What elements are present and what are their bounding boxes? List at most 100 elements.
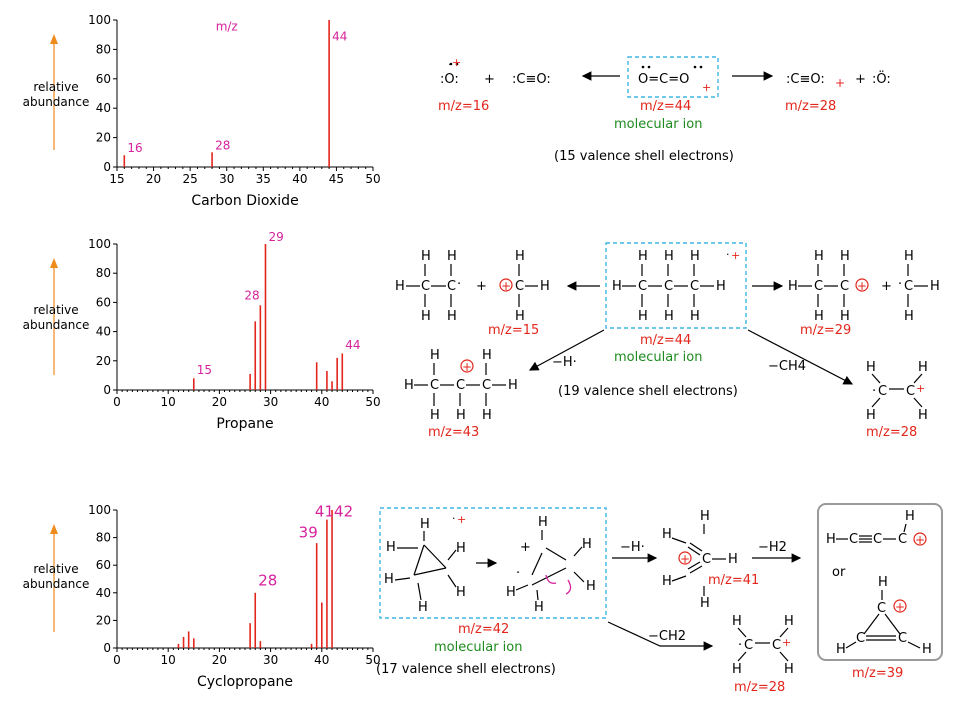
ring-opened-ion: H + H H · H H [506, 515, 596, 615]
mz-label: m/z=16 [438, 99, 489, 114]
svg-text:·: · [738, 638, 742, 653]
svg-text:H: H [447, 309, 457, 324]
svg-text:C: C [814, 279, 823, 294]
svg-text:H: H [418, 600, 428, 615]
y-tick-label: 0 [103, 383, 111, 397]
mz-label: m/z=44 [640, 333, 691, 348]
svg-text:H: H [918, 408, 928, 423]
plus-sign: + [476, 279, 487, 294]
y-tick-label: 80 [96, 42, 111, 56]
svg-text:H: H [662, 574, 672, 589]
mz-label: m/z=39 [852, 666, 903, 681]
y-tick-label: 0 [103, 641, 111, 655]
svg-text:H: H [732, 662, 742, 677]
y-label-co2: relative abundance [23, 34, 89, 150]
arrow-head-icon [50, 524, 58, 534]
svg-text:C: C [744, 638, 753, 653]
svg-text:H: H [638, 309, 648, 324]
x-tick-label: 50 [365, 653, 380, 667]
svg-text:H: H [421, 309, 431, 324]
plus-sign: + [484, 72, 495, 87]
co-molecule: :C≡O: [512, 72, 551, 87]
peak-label: 29 [268, 230, 283, 244]
svg-text:H: H [732, 614, 742, 629]
propane-scheme: H C C· H H H H + + C H H H m/z=15 H C C … [395, 242, 940, 440]
oxygen-radical: :Ö: [872, 70, 891, 87]
svg-text:H: H [515, 249, 525, 264]
svg-text:H: H [508, 378, 518, 393]
x-tick-label: 45 [329, 172, 344, 186]
svg-text:C: C [878, 384, 887, 399]
svg-text:C: C [840, 279, 849, 294]
svg-text:H: H [456, 408, 466, 423]
x-tick-label: 40 [314, 653, 329, 667]
mz-label: m/z=29 [800, 323, 851, 338]
svg-text:H: H [447, 249, 457, 264]
svg-text:H: H [866, 360, 876, 375]
methyl-radical: · C H H H [898, 249, 940, 324]
svg-text:+: + [520, 540, 531, 555]
svg-text:+: + [782, 636, 791, 649]
svg-text:H: H [456, 541, 466, 556]
mz-label: m/z=41 [708, 573, 759, 588]
svg-text:H: H [700, 596, 710, 611]
y-tick-label: 20 [96, 131, 111, 145]
x-tick-label: 30 [219, 172, 234, 186]
peak-label: 15 [197, 363, 212, 377]
svg-text:H: H [612, 279, 622, 294]
axis-label-line2: abundance [23, 577, 90, 591]
loss-label: −CH2 [648, 629, 686, 644]
isopropyl-cation: H C C C H H + H H H H [404, 348, 518, 423]
co2-scheme: :O: + · m/z=16 + :C≡O: O=C=O + m/z=44 mo… [438, 56, 891, 164]
y-tick-label: 40 [96, 101, 111, 115]
peak-label: 42 [334, 503, 353, 521]
svg-text:·: · [872, 384, 876, 399]
chart-title: Carbon Dioxide [191, 193, 298, 209]
svg-text:H: H [905, 509, 915, 524]
svg-text:H: H [840, 309, 850, 324]
arrow-head-icon [50, 258, 58, 268]
y-tick-label: 60 [96, 72, 111, 86]
x-tick-label: 50 [365, 172, 380, 186]
svg-text:H: H [664, 309, 674, 324]
svg-text:+: + [895, 600, 905, 614]
svg-text:H: H [690, 309, 700, 324]
molecular-ion-box [605, 242, 747, 329]
svg-text:+: + [857, 279, 867, 293]
molecular-ion-label: molecular ion [614, 117, 702, 132]
axis-label-line1: relative [33, 562, 78, 576]
chart-annotation: m/z [216, 19, 238, 33]
y-label-propane: relative abundance [23, 258, 89, 375]
loss-label: −H· [620, 540, 645, 555]
svg-text:C: C [638, 279, 647, 294]
y-tick-label: 80 [96, 531, 111, 545]
svg-text:C: C [877, 601, 886, 616]
peak-label: 39 [299, 523, 318, 541]
svg-text:+: + [457, 513, 466, 526]
molecular-ion-label: molecular ion [434, 640, 522, 655]
arrow-right-icon [607, 621, 714, 651]
allyl-cation: H H + C H H H [662, 509, 738, 611]
x-tick-label: 10 [161, 395, 176, 409]
y-tick-label: 100 [88, 237, 111, 251]
peak-label: 28 [244, 288, 259, 302]
peak-label: 44 [345, 338, 360, 352]
svg-text:H: H [421, 249, 431, 264]
svg-text:H: H [826, 532, 836, 547]
plus-sign: + [881, 279, 892, 294]
svg-text:·: · [898, 277, 902, 292]
svg-text:C: C [898, 631, 907, 646]
mz-label: m/z=42 [458, 622, 509, 637]
svg-text:C: C [906, 384, 915, 399]
cyclopropenyl-cation: H C + C C H H [836, 575, 932, 657]
x-tick-label: 25 [183, 172, 198, 186]
x-tick-label: 40 [314, 395, 329, 409]
y-tick-label: 60 [96, 295, 111, 309]
svg-text:H: H [638, 249, 648, 264]
y-tick-label: 80 [96, 266, 111, 280]
or-label: or [832, 565, 846, 580]
chart-title: Propane [216, 416, 273, 432]
x-tick-label: 20 [212, 653, 227, 667]
svg-text:H: H [784, 662, 794, 677]
